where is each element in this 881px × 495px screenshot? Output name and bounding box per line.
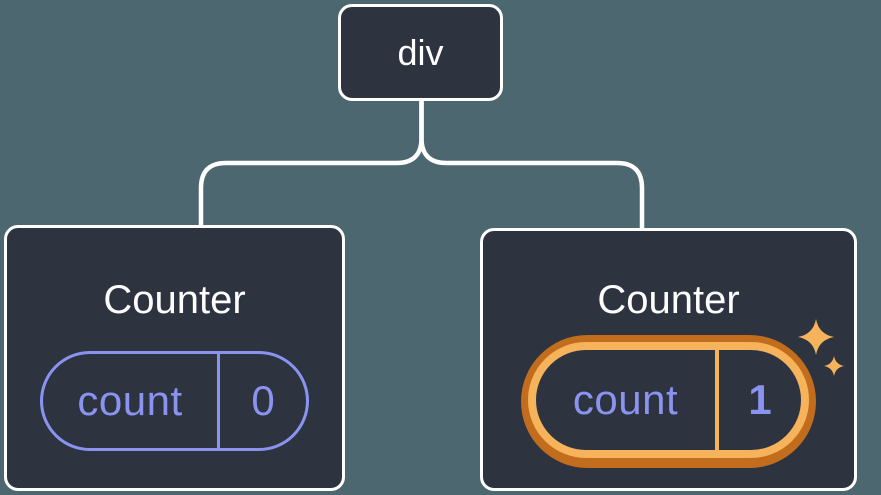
sparkle-icon bbox=[798, 319, 844, 376]
connector-branch-left bbox=[198, 99, 424, 228]
state-pill-highlight-ring: count 1 bbox=[521, 335, 816, 468]
state-value: 0 bbox=[217, 354, 306, 448]
state-key-label: count bbox=[572, 376, 679, 423]
sparkle-large bbox=[798, 319, 834, 355]
root-node-label: div bbox=[397, 31, 444, 73]
connector-branch-right bbox=[419, 99, 645, 231]
counter-title: Counter bbox=[103, 278, 246, 322]
state-value: 1 bbox=[715, 350, 801, 450]
counter-title: Counter bbox=[597, 278, 740, 322]
state-key-label: count bbox=[77, 377, 183, 424]
sparkle-small bbox=[824, 356, 844, 376]
state-pill: count 0 bbox=[40, 351, 309, 451]
root-node-div: div bbox=[338, 4, 503, 101]
counter-card-right: Counter count 1 bbox=[480, 228, 857, 491]
state-pill-highlighted: count 1 bbox=[528, 342, 809, 458]
counter-card-left: Counter count 0 bbox=[4, 225, 345, 491]
